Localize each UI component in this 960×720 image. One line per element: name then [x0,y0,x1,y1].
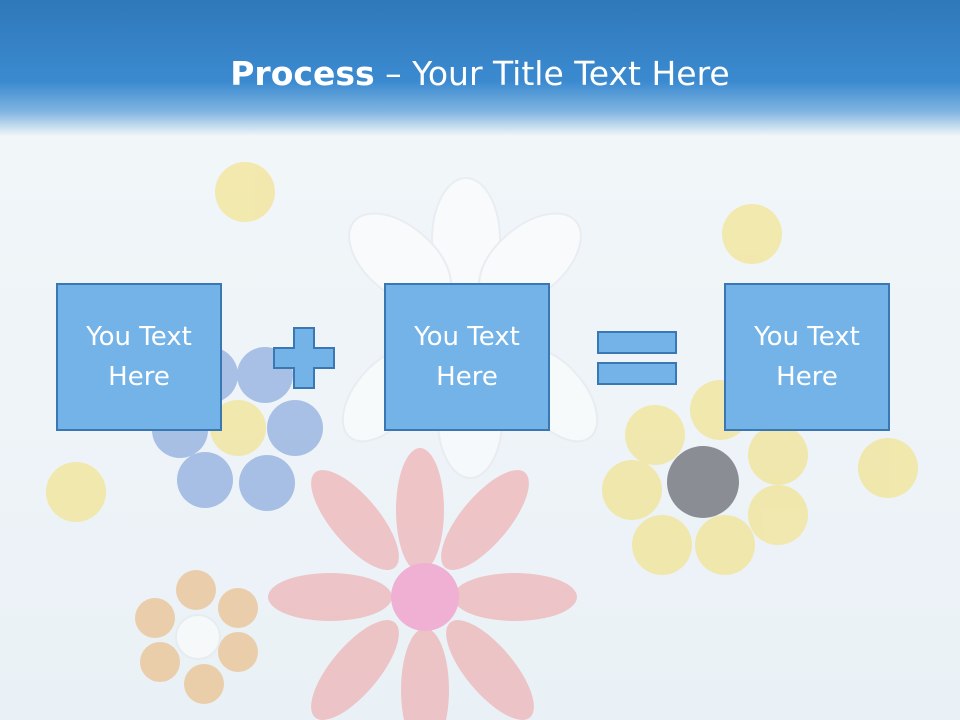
equals-icon [597,331,677,385]
header-band [0,0,960,136]
text-box-1-label: You Text Here [86,322,192,392]
title-bold: Process [230,54,375,93]
text-box-2[interactable]: You Text Here [384,283,550,431]
plus-icon [273,327,335,389]
text-box-3-label: You Text Here [754,322,860,392]
text-box-2-label: You Text Here [414,322,520,392]
text-box-3[interactable]: You Text Here [724,283,890,431]
slide-title: Process – Your Title Text Here [0,52,960,96]
text-box-1[interactable]: You Text Here [56,283,222,431]
title-rest: – Your Title Text Here [374,54,730,93]
